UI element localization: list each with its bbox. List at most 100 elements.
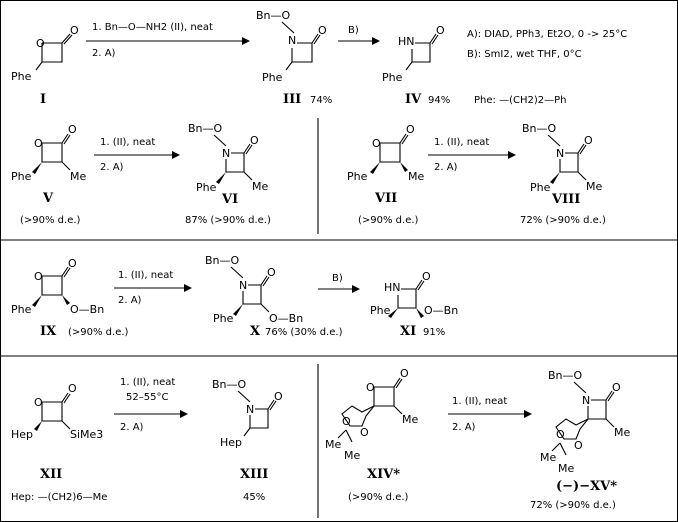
svg-text:O: O [34,396,43,409]
reagent-legend: A): DIAD, PPh3, Et2O, 0 -> 25°C B): SmI2… [467,29,627,106]
svg-text:N: N [582,394,590,407]
compound-label-III: III [283,92,301,107]
svg-text:Bn—O: Bn—O [548,369,583,382]
svg-text:O: O [68,123,77,136]
compound-label-V: V [42,191,54,206]
compound-VIII: Bn—O N O Phe Me VIII 72% (>90% d.e.) [520,122,606,226]
svg-text:B): SmI2, wet THF, 0°C: B): SmI2, wet THF, 0°C [467,49,582,60]
svg-text:Bn—O: Bn—O [188,122,223,135]
svg-text:O: O [366,381,375,394]
compound-label-IX: IX [40,324,57,339]
svg-text:45%: 45% [243,492,265,503]
svg-text:2. A): 2. A) [452,422,476,433]
svg-text:N: N [288,34,296,47]
svg-text:72% (>90% d.e.): 72% (>90% d.e.) [530,500,616,511]
svg-text:(>90% d.e.): (>90% d.e.) [358,215,419,226]
svg-text:O: O [68,257,77,270]
svg-text:HN: HN [384,281,401,294]
compound-label-I: I [40,92,46,107]
arrow-3: 1. (II), neat 2. A) [428,137,516,173]
svg-text:Me: Me [252,180,268,193]
compound-label-VII: VII [374,191,397,206]
svg-text:(>90% d.e.): (>90% d.e.) [68,327,129,338]
svg-text:Hep: Hep [11,428,33,441]
svg-text:O: O [36,37,45,50]
compound-label-XI: XI [400,324,416,339]
svg-text:Bn—O: Bn—O [212,378,247,391]
svg-text:Me: Me [344,449,360,462]
svg-text:Hep: —(CH2)6—Me: Hep: —(CH2)6—Me [11,492,107,503]
svg-text:91%: 91% [423,327,445,338]
svg-text:O: O [274,390,283,403]
svg-text:N: N [239,279,247,292]
svg-text:2. A): 2. A) [118,295,142,306]
svg-text:Me: Me [325,438,341,451]
svg-text:Me: Me [70,170,86,183]
arrow-6: 1. (II), neat 2. A) [448,396,532,433]
svg-text:Phe: Phe [262,71,283,84]
svg-text:Phe: Phe [11,70,32,83]
svg-text:52–55°C: 52–55°C [126,392,168,403]
compound-XI: HN O Phe O—Bn XI 91% [370,270,458,339]
svg-text:2. A): 2. A) [120,422,144,433]
svg-text:1. (II), neat: 1. (II), neat [100,137,155,148]
compound-label-IV: IV [405,92,422,107]
svg-text:Hep: Hep [220,436,242,449]
svg-text:72% (>90% d.e.): 72% (>90% d.e.) [520,215,606,226]
svg-text:Phe: Phe [347,170,368,183]
arrow-B-2: B) [318,273,360,293]
svg-text:O: O [612,381,621,394]
svg-text:87% (>90% d.e.): 87% (>90% d.e.) [185,215,271,226]
arrow-1: 1. Bn—O—NH2 (II), neat 2. A) [86,22,250,59]
svg-text:N: N [246,403,254,416]
compound-label-VIII: VIII [551,192,580,207]
compound-VII: O O Phe Me VII (>90% d.e.) [347,123,424,226]
svg-text:Bn—O: Bn—O [205,254,240,267]
svg-text:1. (II), neat: 1. (II), neat [118,270,173,281]
compound-IV: HN O Phe IV 94% [382,24,450,107]
svg-text:74%: 74% [310,95,332,106]
svg-text:94%: 94% [428,95,450,106]
svg-text:O: O [34,270,43,283]
svg-text:O: O [574,439,583,452]
compound-label-XV: (−)−XV* [556,479,617,494]
svg-text:76% (30% d.e.): 76% (30% d.e.) [265,327,343,338]
svg-text:O: O [342,415,351,428]
svg-text:O: O [267,266,276,279]
svg-text:O—Bn: O—Bn [269,312,303,325]
compound-label-XIV: XIV* [367,467,400,482]
compound-III: Bn—O N O Phe III 74% [256,9,332,107]
svg-text:Phe: Phe [11,170,32,183]
svg-text:O: O [70,24,79,37]
arrow-4: 1. (II), neat 2. A) [114,270,192,306]
svg-text:Me: Me [540,451,556,464]
svg-text:HN: HN [398,35,415,48]
svg-text:Phe: Phe [530,181,551,194]
svg-text:O—Bn: O—Bn [70,303,104,316]
svg-text:O: O [318,24,327,37]
compound-I: O O Phe I [11,24,79,107]
svg-text:O: O [360,426,369,439]
svg-text:O: O [422,270,431,283]
compound-label-X: X [250,324,261,339]
svg-text:O: O [250,134,259,147]
svg-text:Phe: Phe [382,71,403,84]
compound-IX: O O Phe O—Bn IX (>90% d.e.) [11,257,129,339]
svg-text:N: N [222,147,230,160]
svg-text:O—Bn: O—Bn [424,304,458,317]
svg-text:Bn—O: Bn—O [256,9,291,22]
svg-text:O: O [406,123,415,136]
arrow-2: 1. (II), neat 2. A) [94,137,180,173]
svg-text:(>90% d.e.): (>90% d.e.) [348,492,409,503]
compound-VI: Bn—O N O Phe Me VI 87% (>90% d.e.) [185,122,271,226]
compound-V: O O Phe Me V (>90% d.e.) [11,123,86,226]
svg-text:2. A): 2. A) [92,48,116,59]
svg-text:O: O [556,428,565,441]
svg-text:1. (II), neat: 1. (II), neat [452,396,507,407]
svg-text:O: O [68,382,77,395]
svg-text:Me: Me [408,170,424,183]
svg-text:Bn—O: Bn—O [522,122,557,135]
svg-text:SiMe3: SiMe3 [70,428,103,441]
svg-text:O: O [34,137,43,150]
svg-text:(>90% d.e.): (>90% d.e.) [20,215,81,226]
